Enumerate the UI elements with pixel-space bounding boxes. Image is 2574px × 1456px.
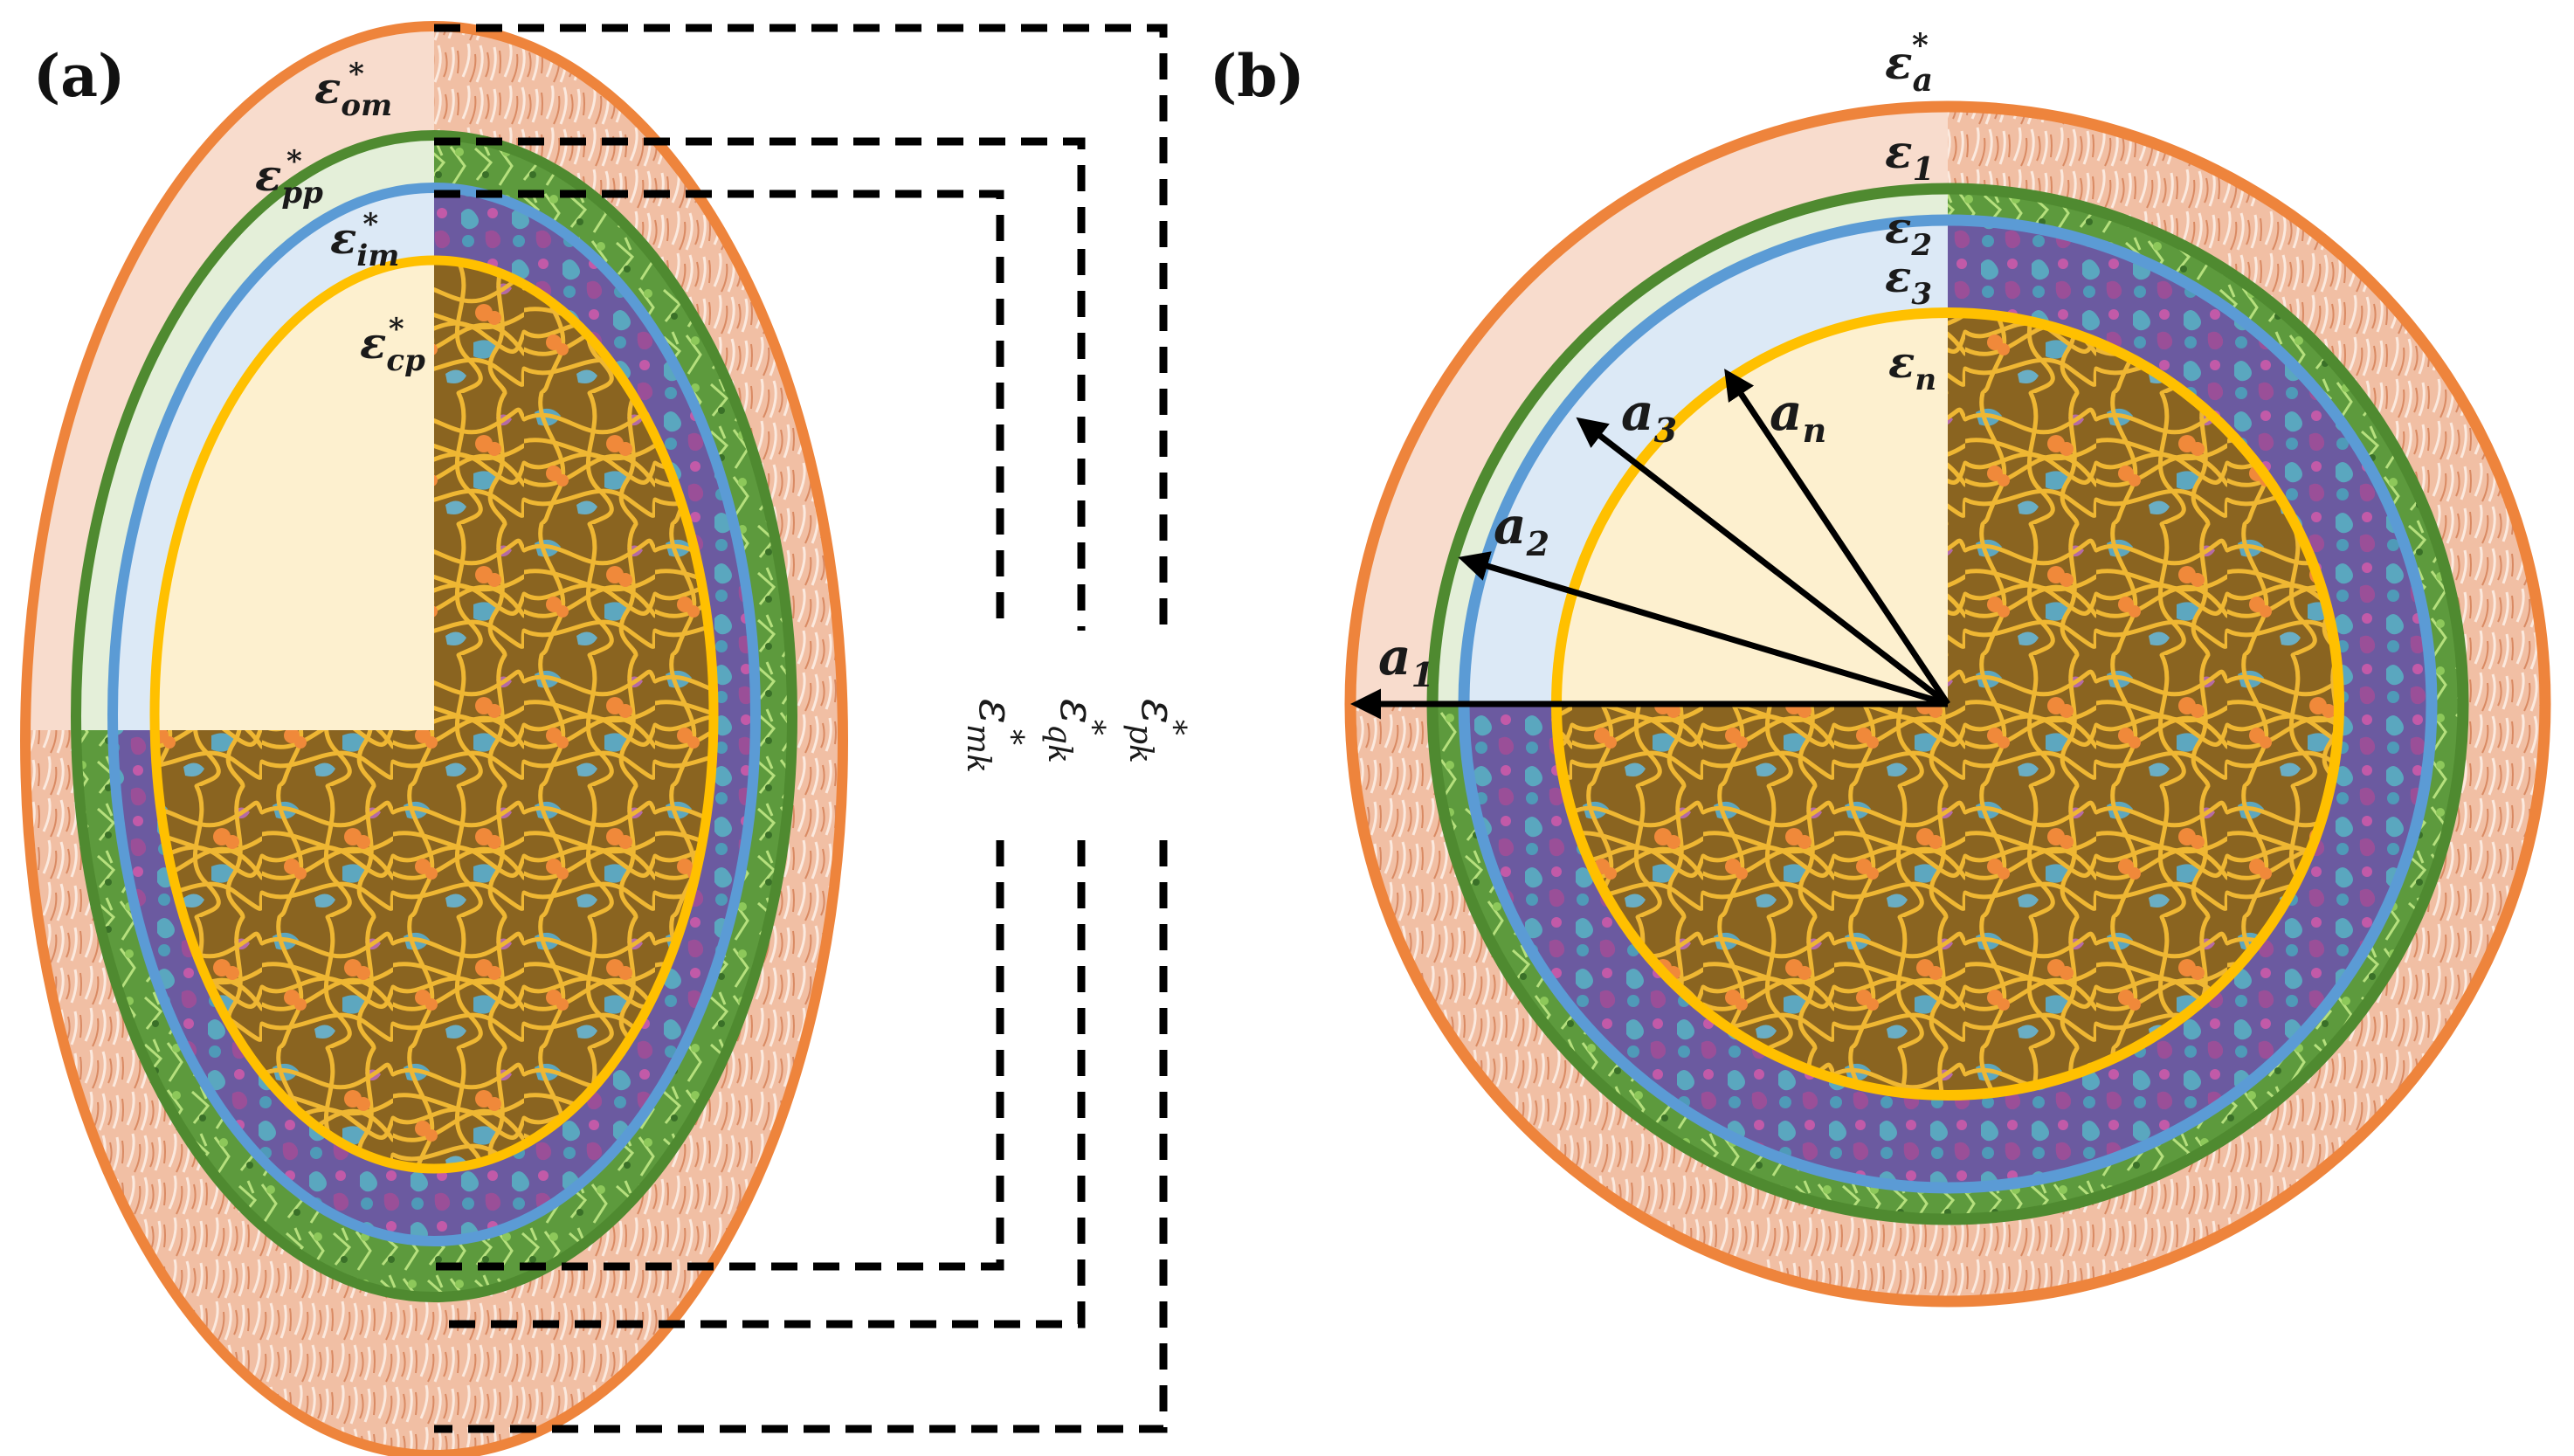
bracket-mk-top xyxy=(434,190,1004,631)
label-eps-cp: εcp* xyxy=(360,312,425,378)
label-eps-n: εn xyxy=(1888,336,1936,397)
cutaway-quadrant-b xyxy=(1350,107,1948,704)
label-a1: a1 xyxy=(1378,627,1434,694)
label-eps-a: εa* xyxy=(1885,27,1933,99)
bracket-mk-bottom xyxy=(434,840,1004,1271)
label-eps-mk: εmk* xyxy=(960,699,1029,773)
label-eps-om: εom* xyxy=(314,57,392,123)
bracket-pk-bottom xyxy=(434,840,1168,1433)
label-an: an xyxy=(1770,383,1826,450)
label-eps-2: ε2 xyxy=(1885,202,1932,263)
panel-a: (a) εom* εpp* εim* εcp* xyxy=(20,21,1191,1456)
bracket-qk-top xyxy=(434,137,1086,631)
label-eps-qk: εqk* xyxy=(1041,699,1110,763)
panel-b-label: (b) xyxy=(1210,42,1305,110)
radius-a3-arrow xyxy=(1576,417,1950,707)
label-eps-pk: εpk* xyxy=(1122,699,1191,763)
cytoplasm-ring xyxy=(149,255,719,1174)
panel-b: (b) εa* ε1 ε2 ε3 εn a1 a xyxy=(1210,27,2551,1308)
label-a3: a3 xyxy=(1621,383,1677,450)
bracket-pk-top xyxy=(434,24,1168,631)
label-eps-pp: εpp* xyxy=(255,144,323,210)
radius-a2-arrow xyxy=(1458,551,1949,707)
label-eps-1: ε1 xyxy=(1885,126,1935,188)
label-eps-3: ε3 xyxy=(1885,251,1932,312)
radius-an-arrow xyxy=(1724,369,1950,706)
periplasm-ring xyxy=(71,130,797,1302)
label-a2: a2 xyxy=(1494,496,1549,563)
label-eps-im: εim* xyxy=(330,207,399,273)
panel-a-label: (a) xyxy=(33,42,125,110)
inner-membrane-ring xyxy=(107,183,761,1246)
bracket-qk-bottom xyxy=(434,840,1086,1328)
